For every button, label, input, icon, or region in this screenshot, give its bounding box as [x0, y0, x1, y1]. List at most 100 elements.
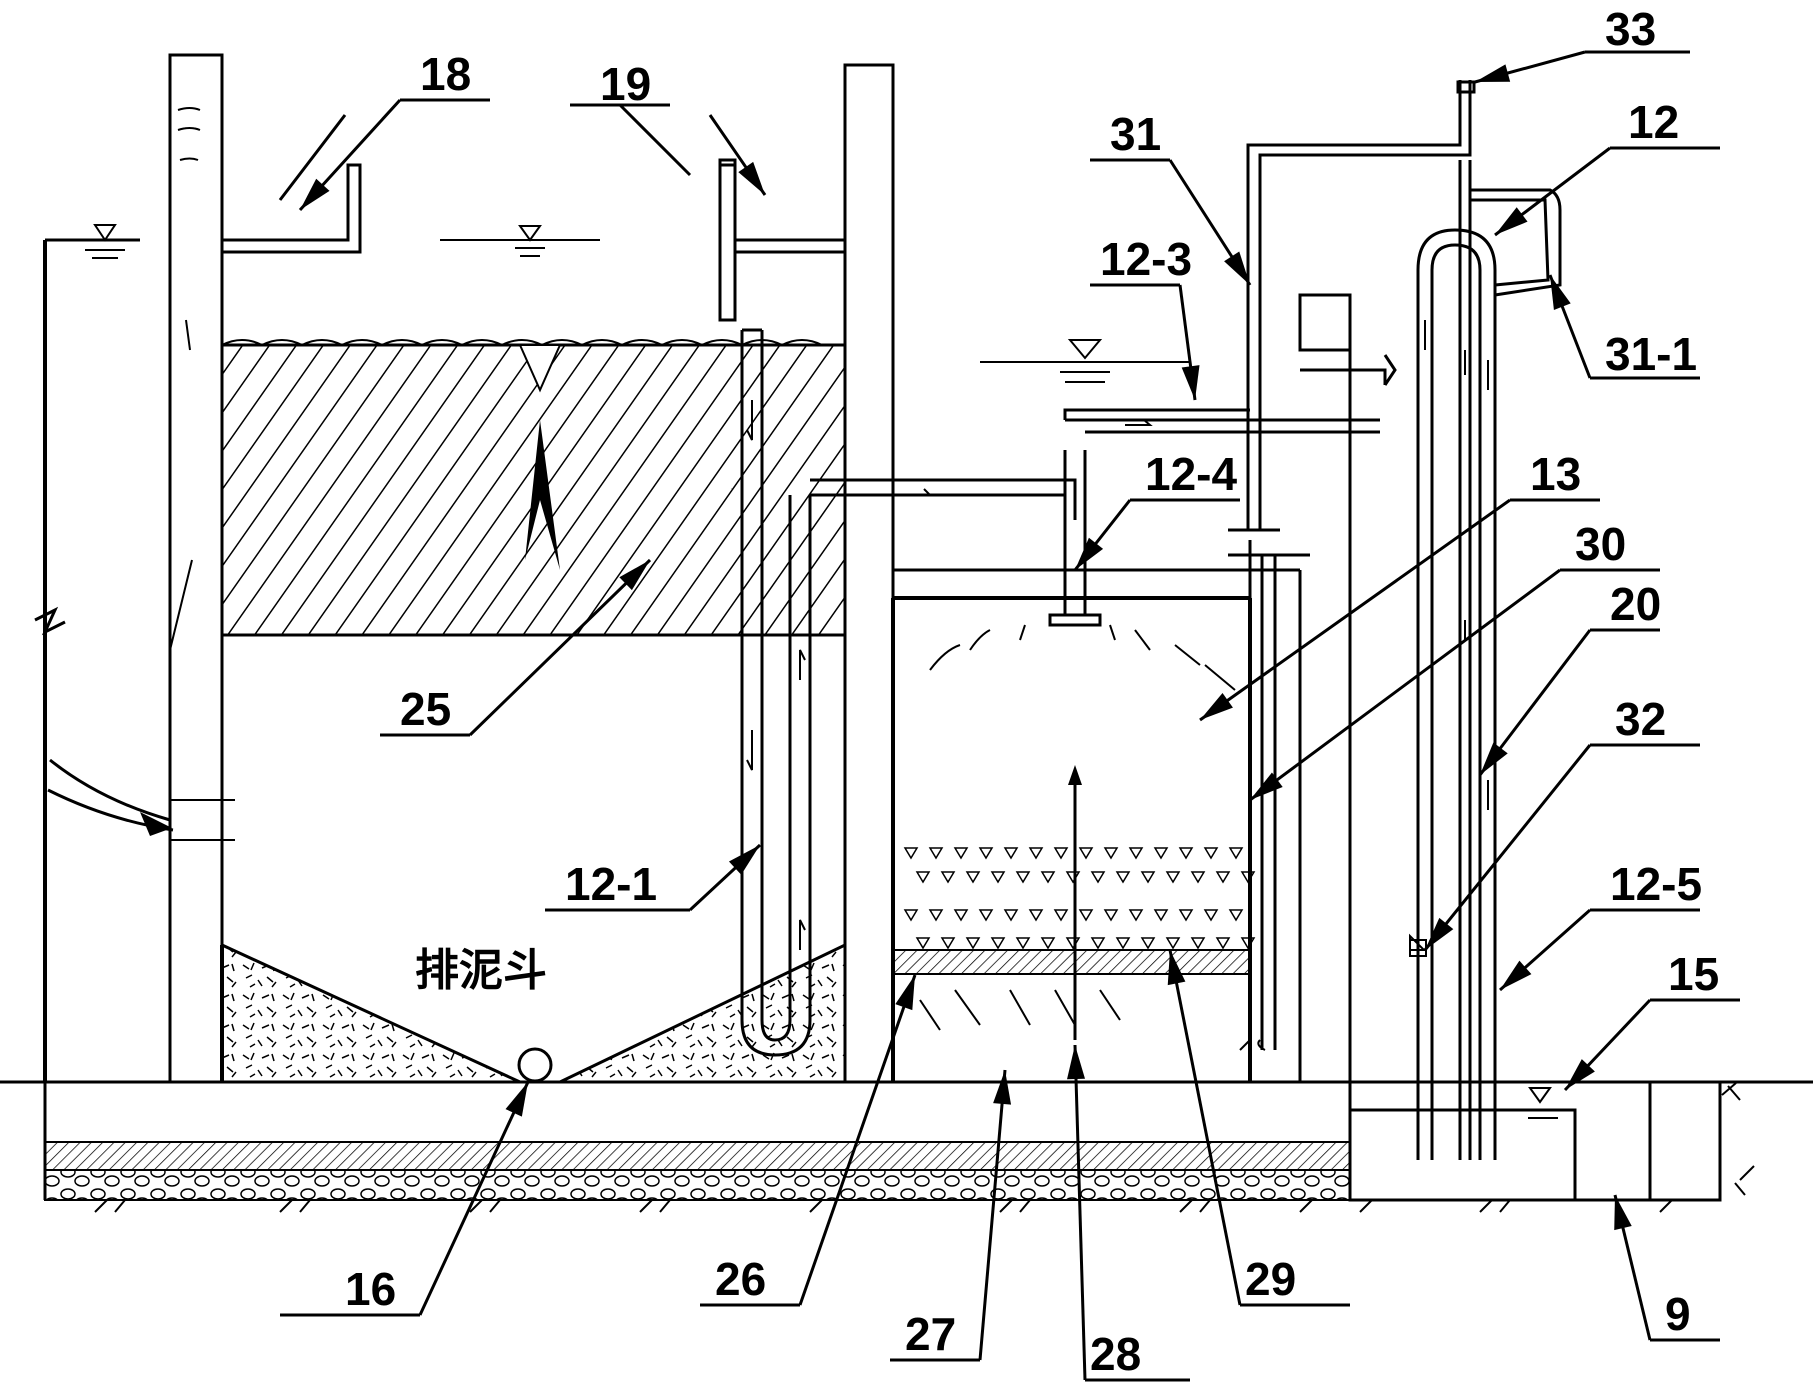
- label-32: 32: [1615, 693, 1666, 745]
- media-triangle: [1103, 847, 1119, 860]
- leader-arrowhead: [1181, 365, 1200, 400]
- media-triangle: [1128, 909, 1144, 922]
- media-triangle: [928, 847, 944, 860]
- media-triangle: [1153, 909, 1169, 922]
- leader-arrowhead: [1200, 692, 1233, 720]
- media-triangle: [1015, 937, 1031, 950]
- media-triangle: [1140, 937, 1156, 950]
- label-12: 12: [1628, 96, 1679, 148]
- leader-lines: [278, 50, 1740, 1382]
- media-triangle: [1078, 847, 1094, 860]
- leader-arrowhead: [1480, 742, 1508, 775]
- media-triangle: [1128, 847, 1144, 860]
- media-triangle: [978, 909, 994, 922]
- pipe-system: [900, 80, 1722, 1202]
- media-triangle: [1090, 871, 1106, 884]
- media-triangle: [1040, 937, 1056, 950]
- label-31: 31: [1110, 108, 1161, 160]
- leader-arrowhead: [1500, 960, 1532, 990]
- leader-line: [418, 1081, 530, 1316]
- leader-line: [798, 974, 917, 1306]
- leader-line: [1073, 1044, 1087, 1381]
- media-triangle: [1178, 909, 1194, 922]
- media-triangle: [1115, 937, 1131, 950]
- label-12-4: 12-4: [1145, 448, 1237, 500]
- leader-arrowhead: [619, 560, 650, 591]
- label-25: 25: [400, 683, 451, 735]
- label-20: 20: [1610, 578, 1661, 630]
- media-triangle: [915, 937, 931, 950]
- label-9: 9: [1665, 1288, 1691, 1340]
- media-triangle: [953, 847, 969, 860]
- leader-line: [278, 114, 347, 201]
- media-triangle: [1103, 909, 1119, 922]
- media-triangle: [990, 937, 1006, 950]
- media-triangle: [1028, 847, 1044, 860]
- media-triangle: [1040, 871, 1056, 884]
- leader-arrowhead: [300, 178, 330, 210]
- label-33: 33: [1605, 3, 1656, 55]
- media-triangle: [1165, 871, 1181, 884]
- media-triangle: [1153, 847, 1169, 860]
- leader-arrowhead: [1167, 950, 1186, 986]
- filter-media: [903, 847, 1256, 950]
- media-triangle: [953, 909, 969, 922]
- media-triangle: [978, 847, 994, 860]
- label-29: 29: [1245, 1253, 1296, 1305]
- media-triangle: [903, 847, 919, 860]
- leader-line: [1423, 744, 1592, 951]
- media-triangle: [1190, 871, 1206, 884]
- label-27: 27: [905, 1308, 956, 1360]
- media-triangle: [1178, 847, 1194, 860]
- media-triangle: [1053, 847, 1069, 860]
- media-triangle: [1203, 909, 1219, 922]
- label-26: 26: [715, 1253, 766, 1305]
- media-triangle: [1140, 871, 1156, 884]
- media-triangle: [903, 909, 919, 922]
- leader-arrowhead: [1475, 64, 1511, 82]
- leader-arrowhead: [1067, 1045, 1086, 1080]
- media-triangle: [1240, 937, 1256, 950]
- label-12-5: 12-5: [1610, 858, 1702, 910]
- leader-arrowhead: [1565, 1059, 1595, 1090]
- leader-arrowhead: [1550, 275, 1571, 310]
- label-15: 15: [1668, 948, 1719, 1000]
- media-triangle: [990, 871, 1006, 884]
- media-triangle: [1003, 847, 1019, 860]
- media-triangle: [1090, 937, 1106, 950]
- media-triangle: [1203, 847, 1219, 860]
- leader-arrowhead: [1425, 917, 1454, 950]
- leader-line: [978, 1069, 1007, 1361]
- media-triangle: [1215, 871, 1231, 884]
- media-triangle: [915, 871, 931, 884]
- label-19: 19: [600, 58, 651, 110]
- leader-arrowhead: [505, 1082, 528, 1117]
- leader-line: [1168, 949, 1242, 1306]
- media-triangle: [1115, 871, 1131, 884]
- media-triangle: [1003, 909, 1019, 922]
- filter-tank: [810, 418, 1380, 1082]
- media-triangle: [965, 871, 981, 884]
- leader-arrowhead: [738, 161, 765, 195]
- media-triangle: [1240, 871, 1256, 884]
- leader-arrowhead: [1614, 1195, 1632, 1231]
- media-triangle: [965, 937, 981, 950]
- sedimentation-tank: 排泥斗: [34, 53, 895, 1084]
- label-12-1: 12-1: [565, 858, 657, 910]
- leader-arrowhead: [1250, 772, 1283, 800]
- label-18: 18: [420, 48, 471, 100]
- leader-arrowhead: [993, 1070, 1012, 1105]
- media-triangle: [1028, 909, 1044, 922]
- media-triangle: [1015, 871, 1031, 884]
- label-31-1: 31-1: [1605, 328, 1697, 380]
- leader-line: [618, 103, 692, 177]
- leader-line: [1249, 568, 1561, 802]
- media-triangle: [1190, 937, 1206, 950]
- media-triangle: [1165, 937, 1181, 950]
- media-triangle: [1065, 871, 1081, 884]
- media-triangle: [940, 871, 956, 884]
- media-triangle: [928, 909, 944, 922]
- media-triangle: [1215, 937, 1231, 950]
- leader-arrowhead: [1495, 207, 1528, 235]
